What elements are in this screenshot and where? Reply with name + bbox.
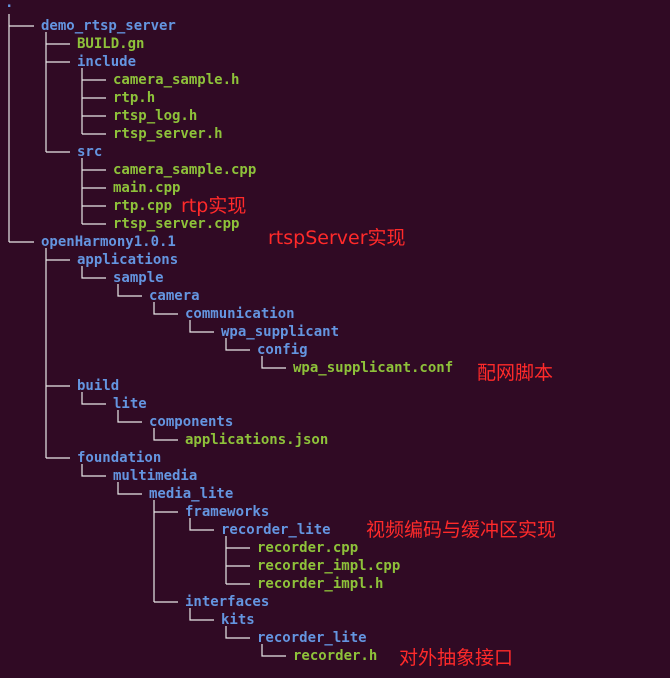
tree-item-build-gn[interactable]: BUILD.gn <box>77 36 145 52</box>
tree-item-recorder-lite-frameworks[interactable]: recorder_lite <box>221 522 331 538</box>
tree-item-communication[interactable]: communication <box>185 306 295 322</box>
tree-item-applications-json[interactable]: applications.json <box>185 432 329 448</box>
tree-item-wpa-supplicant[interactable]: wpa_supplicant <box>221 324 340 340</box>
tree-item-config[interactable]: config <box>257 342 308 358</box>
tree-item-components[interactable]: components <box>149 414 234 430</box>
tree-item-media-lite[interactable]: media_lite <box>149 486 234 502</box>
tree-root: . <box>5 0 14 11</box>
tree-item-include[interactable]: include <box>77 54 137 70</box>
tree-item-multimedia[interactable]: multimedia <box>113 468 198 484</box>
tree-item-interfaces[interactable]: interfaces <box>185 594 270 610</box>
annotation-rtsp-server: rtspServer实现 <box>268 227 406 249</box>
tree-item-wpa-supplicant-conf[interactable]: wpa_supplicant.conf <box>293 360 454 376</box>
tree-item-recorder-lite-kits[interactable]: recorder_lite <box>257 630 367 646</box>
tree-item-lite[interactable]: lite <box>113 396 147 412</box>
tree-item-rtsp-server-cpp[interactable]: rtsp_server.cpp <box>113 216 240 232</box>
tree-item-applications[interactable]: applications <box>77 252 179 268</box>
tree-item-src[interactable]: src <box>77 144 103 160</box>
tree-item-demo-rtsp-server[interactable]: demo_rtsp_server <box>41 18 176 34</box>
tree-item-recorder-cpp[interactable]: recorder.cpp <box>257 540 359 556</box>
tree-item-sample[interactable]: sample <box>113 270 164 286</box>
annotation-wpa-config: 配网脚本 <box>477 362 554 384</box>
tree-item-foundation[interactable]: foundation <box>77 450 162 466</box>
tree-item-rtp-h[interactable]: rtp.h <box>113 90 156 106</box>
tree-item-kits[interactable]: kits <box>221 612 255 628</box>
tree-item-camera[interactable]: camera <box>149 288 200 304</box>
tree-item-camera-sample-cpp[interactable]: camera_sample.cpp <box>113 162 257 178</box>
tree-item-recorder-impl-h[interactable]: recorder_impl.h <box>257 576 384 592</box>
tree-item-rtsp-log-h[interactable]: rtsp_log.h <box>113 108 198 124</box>
tree-item-recorder-impl-cpp[interactable]: recorder_impl.cpp <box>257 558 401 574</box>
annotation-rtp: rtp实现 <box>181 195 247 217</box>
tree-item-frameworks[interactable]: frameworks <box>185 504 270 520</box>
tree-item-recorder-h[interactable]: recorder.h <box>293 648 378 664</box>
annotation-recorder-lite: 视频编码与缓冲区实现 <box>366 519 557 541</box>
tree-item-camera-sample-h[interactable]: camera_sample.h <box>113 72 240 88</box>
tree-item-rtp-cpp[interactable]: rtp.cpp <box>113 198 173 214</box>
tree-item-openharmony[interactable]: openHarmony1.0.1 <box>41 234 176 250</box>
annotation-recorder-h: 对外抽象接口 <box>399 647 514 669</box>
tree-item-build[interactable]: build <box>77 378 120 394</box>
tree-item-rtsp-server-h[interactable]: rtsp_server.h <box>113 126 223 142</box>
tree-item-main-cpp[interactable]: main.cpp <box>113 180 181 196</box>
